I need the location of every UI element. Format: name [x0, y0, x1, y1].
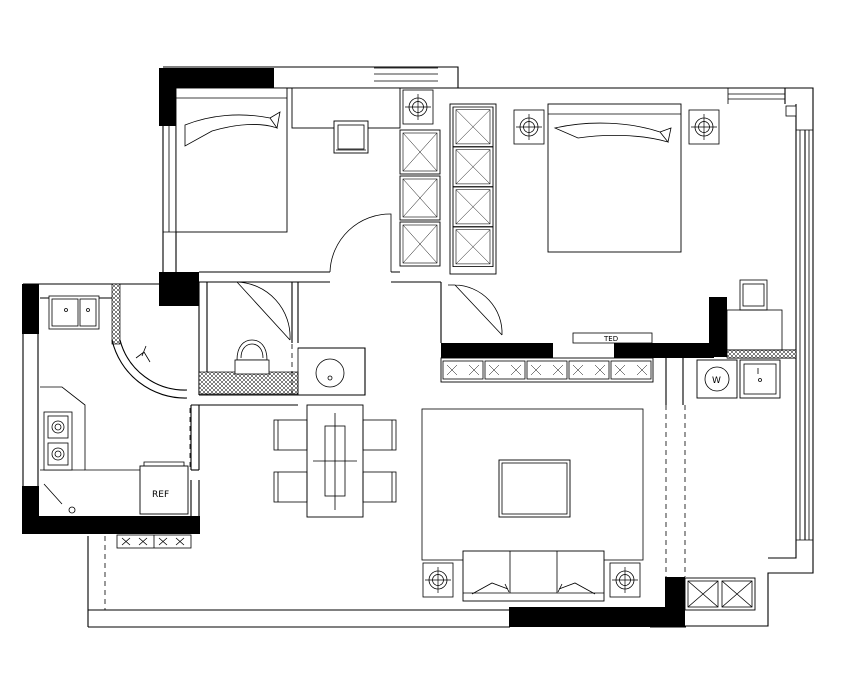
ventilation-icon: [135, 345, 151, 363]
structural-columns: [22, 68, 727, 627]
bedroom-1: [175, 87, 441, 267]
wardrobe-1: [399, 129, 441, 267]
utility-sink-icon: [739, 359, 781, 399]
washing-machine: W: [696, 359, 738, 399]
wash-basin-icon: [297, 347, 366, 396]
vanity-chair: [726, 279, 783, 351]
kitchen-sink-icon: [48, 295, 100, 330]
master-bedroom: TED: [449, 103, 783, 351]
desk-chair: [333, 120, 369, 154]
dining-chairs: [273, 419, 397, 503]
side-table-lamp-right-icon: [609, 562, 641, 598]
living-room: [421, 408, 644, 602]
corridor-shelves: [440, 357, 654, 383]
toilet-icon: [234, 339, 270, 375]
sofa: [462, 550, 605, 602]
dashed-openings: [104, 290, 686, 610]
wardrobe-2: [449, 103, 497, 275]
kitchen-bottom-shelf: [116, 534, 192, 549]
laundry-balcony: W: [684, 359, 781, 611]
washer-label: W: [712, 376, 721, 386]
balcony-cabinets: [684, 577, 756, 611]
windows: [163, 67, 813, 541]
bedside-lamp-right-icon: [688, 109, 720, 145]
coffee-table: [498, 459, 571, 518]
ref-label: REF: [152, 490, 169, 500]
kitchen: REF: [40, 295, 189, 515]
stove-icon: [43, 411, 73, 471]
refrigerator: REF: [139, 461, 189, 515]
desk-lamp-icon: [402, 89, 434, 125]
dining-area: [273, 404, 397, 518]
doors: [111, 213, 503, 399]
side-table-lamp-left-icon: [422, 562, 454, 598]
bed-2: [547, 103, 682, 253]
bedside-lamp-left-icon: [513, 109, 545, 145]
tv-cabinet-label: TED: [603, 335, 618, 343]
bathroom: [234, 339, 366, 396]
desk: [291, 87, 401, 129]
bed-1: [175, 87, 288, 233]
hatched-wall-segments: [111, 283, 797, 395]
